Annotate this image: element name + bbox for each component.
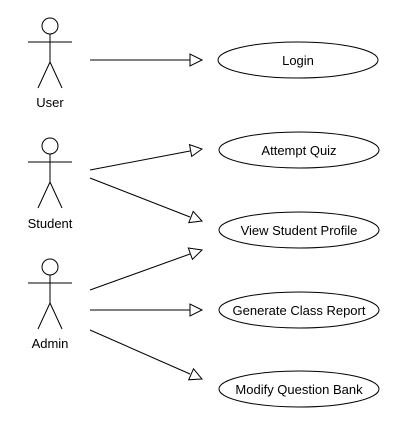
use-case-view-student-profile-label: View Student Profile [241, 223, 358, 238]
association-admin-generate-class-report [90, 303, 204, 317]
arrowhead-icon [188, 143, 204, 158]
association-user-login [90, 53, 204, 67]
use-case-login: Login [217, 41, 379, 79]
arrowhead-icon [188, 210, 204, 224]
actor-user-head [41, 17, 59, 35]
use-case-login-label: Login [282, 53, 314, 68]
use-case-modify-question-bank-label: Modify Question Bank [235, 382, 363, 397]
actor-student-label: Student [28, 216, 73, 231]
use-case-attempt-quiz-label: Attempt Quiz [261, 143, 336, 158]
arrowhead-icon [189, 53, 204, 67]
actor-student-head [41, 137, 59, 155]
actor-user-label: User [36, 95, 64, 110]
association-admin-view-student-profile [89, 247, 204, 291]
arrowhead-icon [189, 303, 204, 317]
arrowhead-icon [187, 247, 204, 261]
use-case-modify-question-bank: Modify Question Bank [218, 370, 380, 408]
use-case-generate-class-report: Generate Class Report [218, 291, 380, 329]
use-case-attempt-quiz: Attempt Quiz [218, 131, 380, 169]
use-case-view-student-profile: View Student Profile [218, 211, 380, 249]
actor-student: Student [28, 137, 73, 231]
association-admin-modify-question-bank [89, 329, 204, 381]
association-student-attempt-quiz [89, 143, 204, 171]
actor-admin-label: Admin [32, 336, 69, 351]
use-case-generate-class-report-label: Generate Class Report [233, 303, 366, 318]
association-student-view-student-profile [89, 177, 204, 224]
arrowhead-icon [187, 367, 204, 381]
actor-user: User [28, 17, 72, 110]
actor-admin: Admin [28, 258, 72, 351]
actor-admin-head [41, 258, 59, 276]
